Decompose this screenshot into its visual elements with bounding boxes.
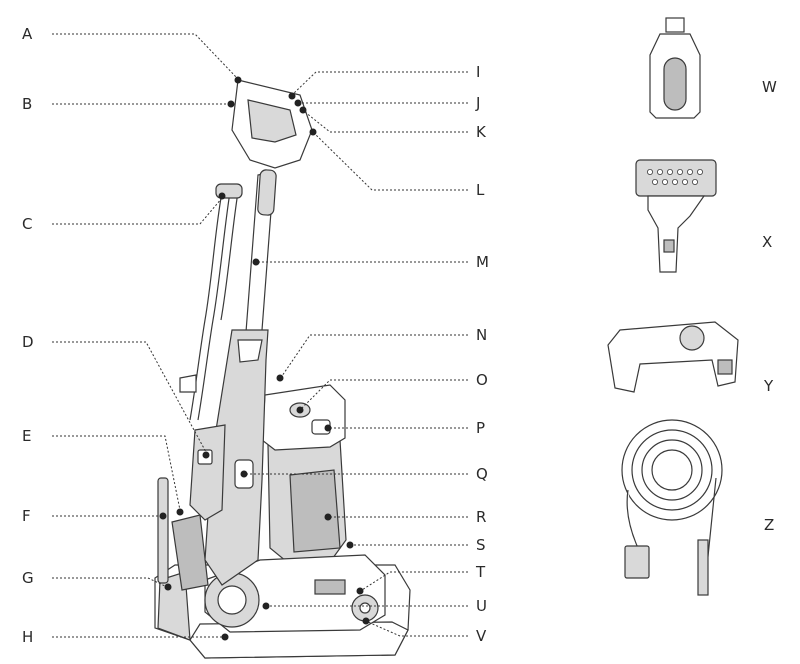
cleaning-brush-stick <box>158 478 168 583</box>
tank-top <box>262 385 345 450</box>
label-O: O <box>476 371 488 389</box>
label-R: R <box>476 508 486 526</box>
accessory-cleaning-solution <box>650 18 700 118</box>
label-N: N <box>476 326 487 344</box>
label-F: F <box>22 507 31 525</box>
label-X: X <box>762 233 772 251</box>
label-K: K <box>476 123 487 141</box>
label-P: P <box>476 419 485 437</box>
label-Z: Z <box>764 516 774 534</box>
label-L: L <box>476 181 485 199</box>
dirty-water-tank <box>190 425 225 520</box>
label-B: B <box>22 95 32 113</box>
label-M: M <box>476 253 489 271</box>
label-Q: Q <box>476 465 488 483</box>
label-C: C <box>22 215 32 233</box>
label-G: G <box>22 569 34 587</box>
wet-dry-vacuum-illustration <box>155 80 410 658</box>
accessory-brush-head <box>636 160 716 272</box>
label-D: D <box>22 333 34 351</box>
label-V: V <box>476 627 487 645</box>
label-H: H <box>22 628 33 646</box>
accessory-storage-bracket <box>608 322 738 392</box>
label-A: A <box>22 25 33 43</box>
label-S: S <box>476 536 486 554</box>
label-I: I <box>476 63 480 81</box>
label-J: J <box>475 94 480 112</box>
label-U: U <box>476 597 487 615</box>
label-E: E <box>22 427 31 445</box>
label-Y: Y <box>763 377 774 395</box>
label-T: T <box>475 563 486 581</box>
accessory-hose <box>622 420 722 595</box>
accessory-labels: W X Y Z <box>762 78 777 534</box>
label-W: W <box>762 78 777 96</box>
